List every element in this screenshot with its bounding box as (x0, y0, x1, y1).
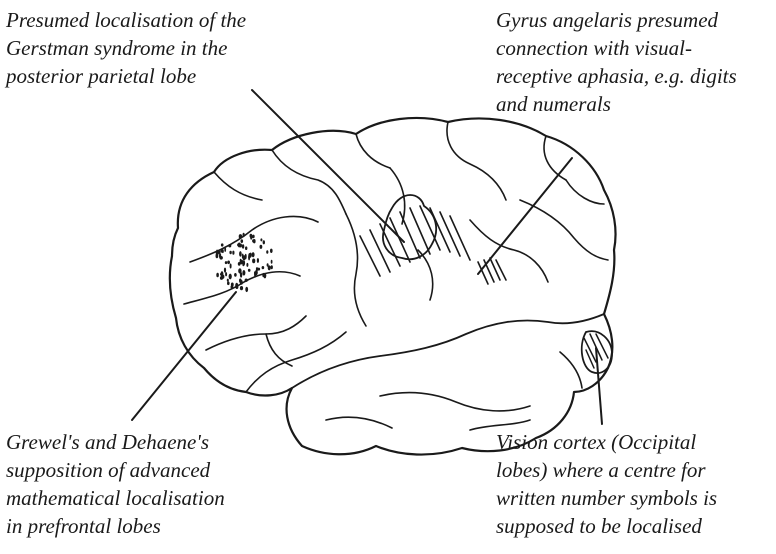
sulcus-line (206, 316, 306, 350)
gyrus-angularis-hatching (478, 258, 506, 284)
stipple-dot (231, 285, 234, 288)
stipple-dot (227, 282, 230, 286)
sulcus-line (566, 180, 604, 204)
stipple-dot (227, 261, 230, 265)
stipple-dot (246, 263, 248, 267)
sulcus-line (326, 417, 392, 428)
stipple-dot (229, 251, 231, 254)
stipple-dot (239, 234, 242, 239)
stipple-dot (232, 251, 234, 255)
sulcus-line (560, 352, 582, 388)
stipple-dot (260, 245, 263, 249)
stipple-dot (271, 260, 273, 264)
stipple-dot (229, 274, 232, 280)
stipple-dot (252, 259, 255, 264)
stipple-dot (240, 260, 243, 265)
sulcus-line (292, 314, 604, 388)
sulcus-line (246, 332, 346, 392)
sulcus-line (380, 393, 530, 411)
caption-line: Grewel's and Dehaene's (6, 428, 225, 456)
stipple-dot (221, 243, 224, 246)
stipple-dot (240, 286, 243, 290)
stipple-dot (222, 249, 224, 253)
stipple-dot (239, 251, 242, 257)
caption-line: lobes) where a centre for (496, 456, 717, 484)
caption-line: posterior parietal lobe (6, 62, 246, 90)
stipple-dot (245, 279, 248, 282)
stipple-dot (216, 250, 218, 256)
stipple-dot (260, 238, 262, 241)
sulcus-line (520, 200, 608, 260)
stipple-dot (270, 249, 273, 253)
stipple-dot (230, 264, 232, 269)
stipple-dot (263, 240, 265, 244)
gyrus-angularis-caption: Gyrus angelaris presumed connection with… (496, 6, 737, 118)
stipple-dot (224, 247, 226, 252)
stipple-dot (242, 244, 244, 248)
sulcus-line (214, 172, 262, 200)
caption-line: Gerstman syndrome in the (6, 34, 246, 62)
stipple-dot (250, 253, 252, 256)
stipple-dot (238, 243, 241, 248)
gerstman-caption: Presumed localisation of the Gerstman sy… (6, 6, 246, 90)
stipple-dot (243, 255, 246, 260)
stipple-dot (271, 265, 273, 269)
sulcus-line (346, 214, 366, 326)
gerstman-hatching (360, 206, 470, 276)
stipple-dot (266, 250, 268, 254)
prefrontal-caption: Grewel's and Dehaene's supposition of ad… (6, 428, 225, 540)
stipple-dot (257, 258, 259, 263)
stipple-dot (238, 268, 241, 273)
stipple-dot (227, 279, 229, 282)
caption-line: receptive aphasia, e.g. digits (496, 62, 737, 90)
caption-line: Presumed localisation of the (6, 6, 246, 34)
stipple-dot (243, 233, 245, 237)
sulcus-line (470, 220, 548, 282)
stipple-dot (241, 280, 243, 284)
stipple-dot (224, 268, 226, 273)
stipple-dot (235, 283, 238, 289)
stipple-dot (256, 267, 258, 271)
prefrontal-pointer (132, 292, 236, 420)
caption-line: Vision cortex (Occipital (496, 428, 717, 456)
stipple-dot (250, 234, 253, 238)
stipple-dot (241, 239, 244, 243)
prefrontal-stipple (216, 233, 273, 292)
stipple-dot (225, 261, 227, 264)
vision-cortex-caption: Vision cortex (Occipital lobes) where a … (496, 428, 717, 540)
caption-line: supposed to be localised (496, 512, 717, 540)
caption-line: supposition of advanced (6, 456, 225, 484)
stipple-dot (252, 252, 255, 257)
stipple-dot (268, 265, 271, 270)
stipple-dot (234, 273, 237, 277)
stipple-dot (252, 239, 255, 242)
caption-line: Gyrus angelaris presumed (496, 6, 737, 34)
stipple-dot (245, 287, 248, 292)
stipple-dot (225, 272, 227, 276)
sulcus-line (356, 134, 390, 168)
stipple-dot (254, 271, 256, 275)
caption-line: written number symbols is (496, 484, 717, 512)
stipple-dot (221, 271, 224, 277)
caption-line: connection with visual- (496, 34, 737, 62)
stipple-dot (245, 246, 247, 250)
stipple-dot (242, 270, 245, 276)
gyrus-pointer (478, 158, 572, 274)
stipple-dot (216, 273, 219, 278)
caption-line: in prefrontal lobes (6, 512, 225, 540)
stipple-dot (248, 269, 251, 272)
stipple-dot (228, 244, 231, 247)
stipple-dot (262, 266, 265, 269)
sulcus-line (272, 150, 346, 214)
stipple-dot (264, 273, 267, 279)
caption-line: mathematical localisation (6, 484, 225, 512)
stipple-dot (219, 253, 221, 258)
stipple-dot (248, 255, 250, 261)
sulcus-line (447, 122, 506, 200)
caption-line: and numerals (496, 90, 737, 118)
